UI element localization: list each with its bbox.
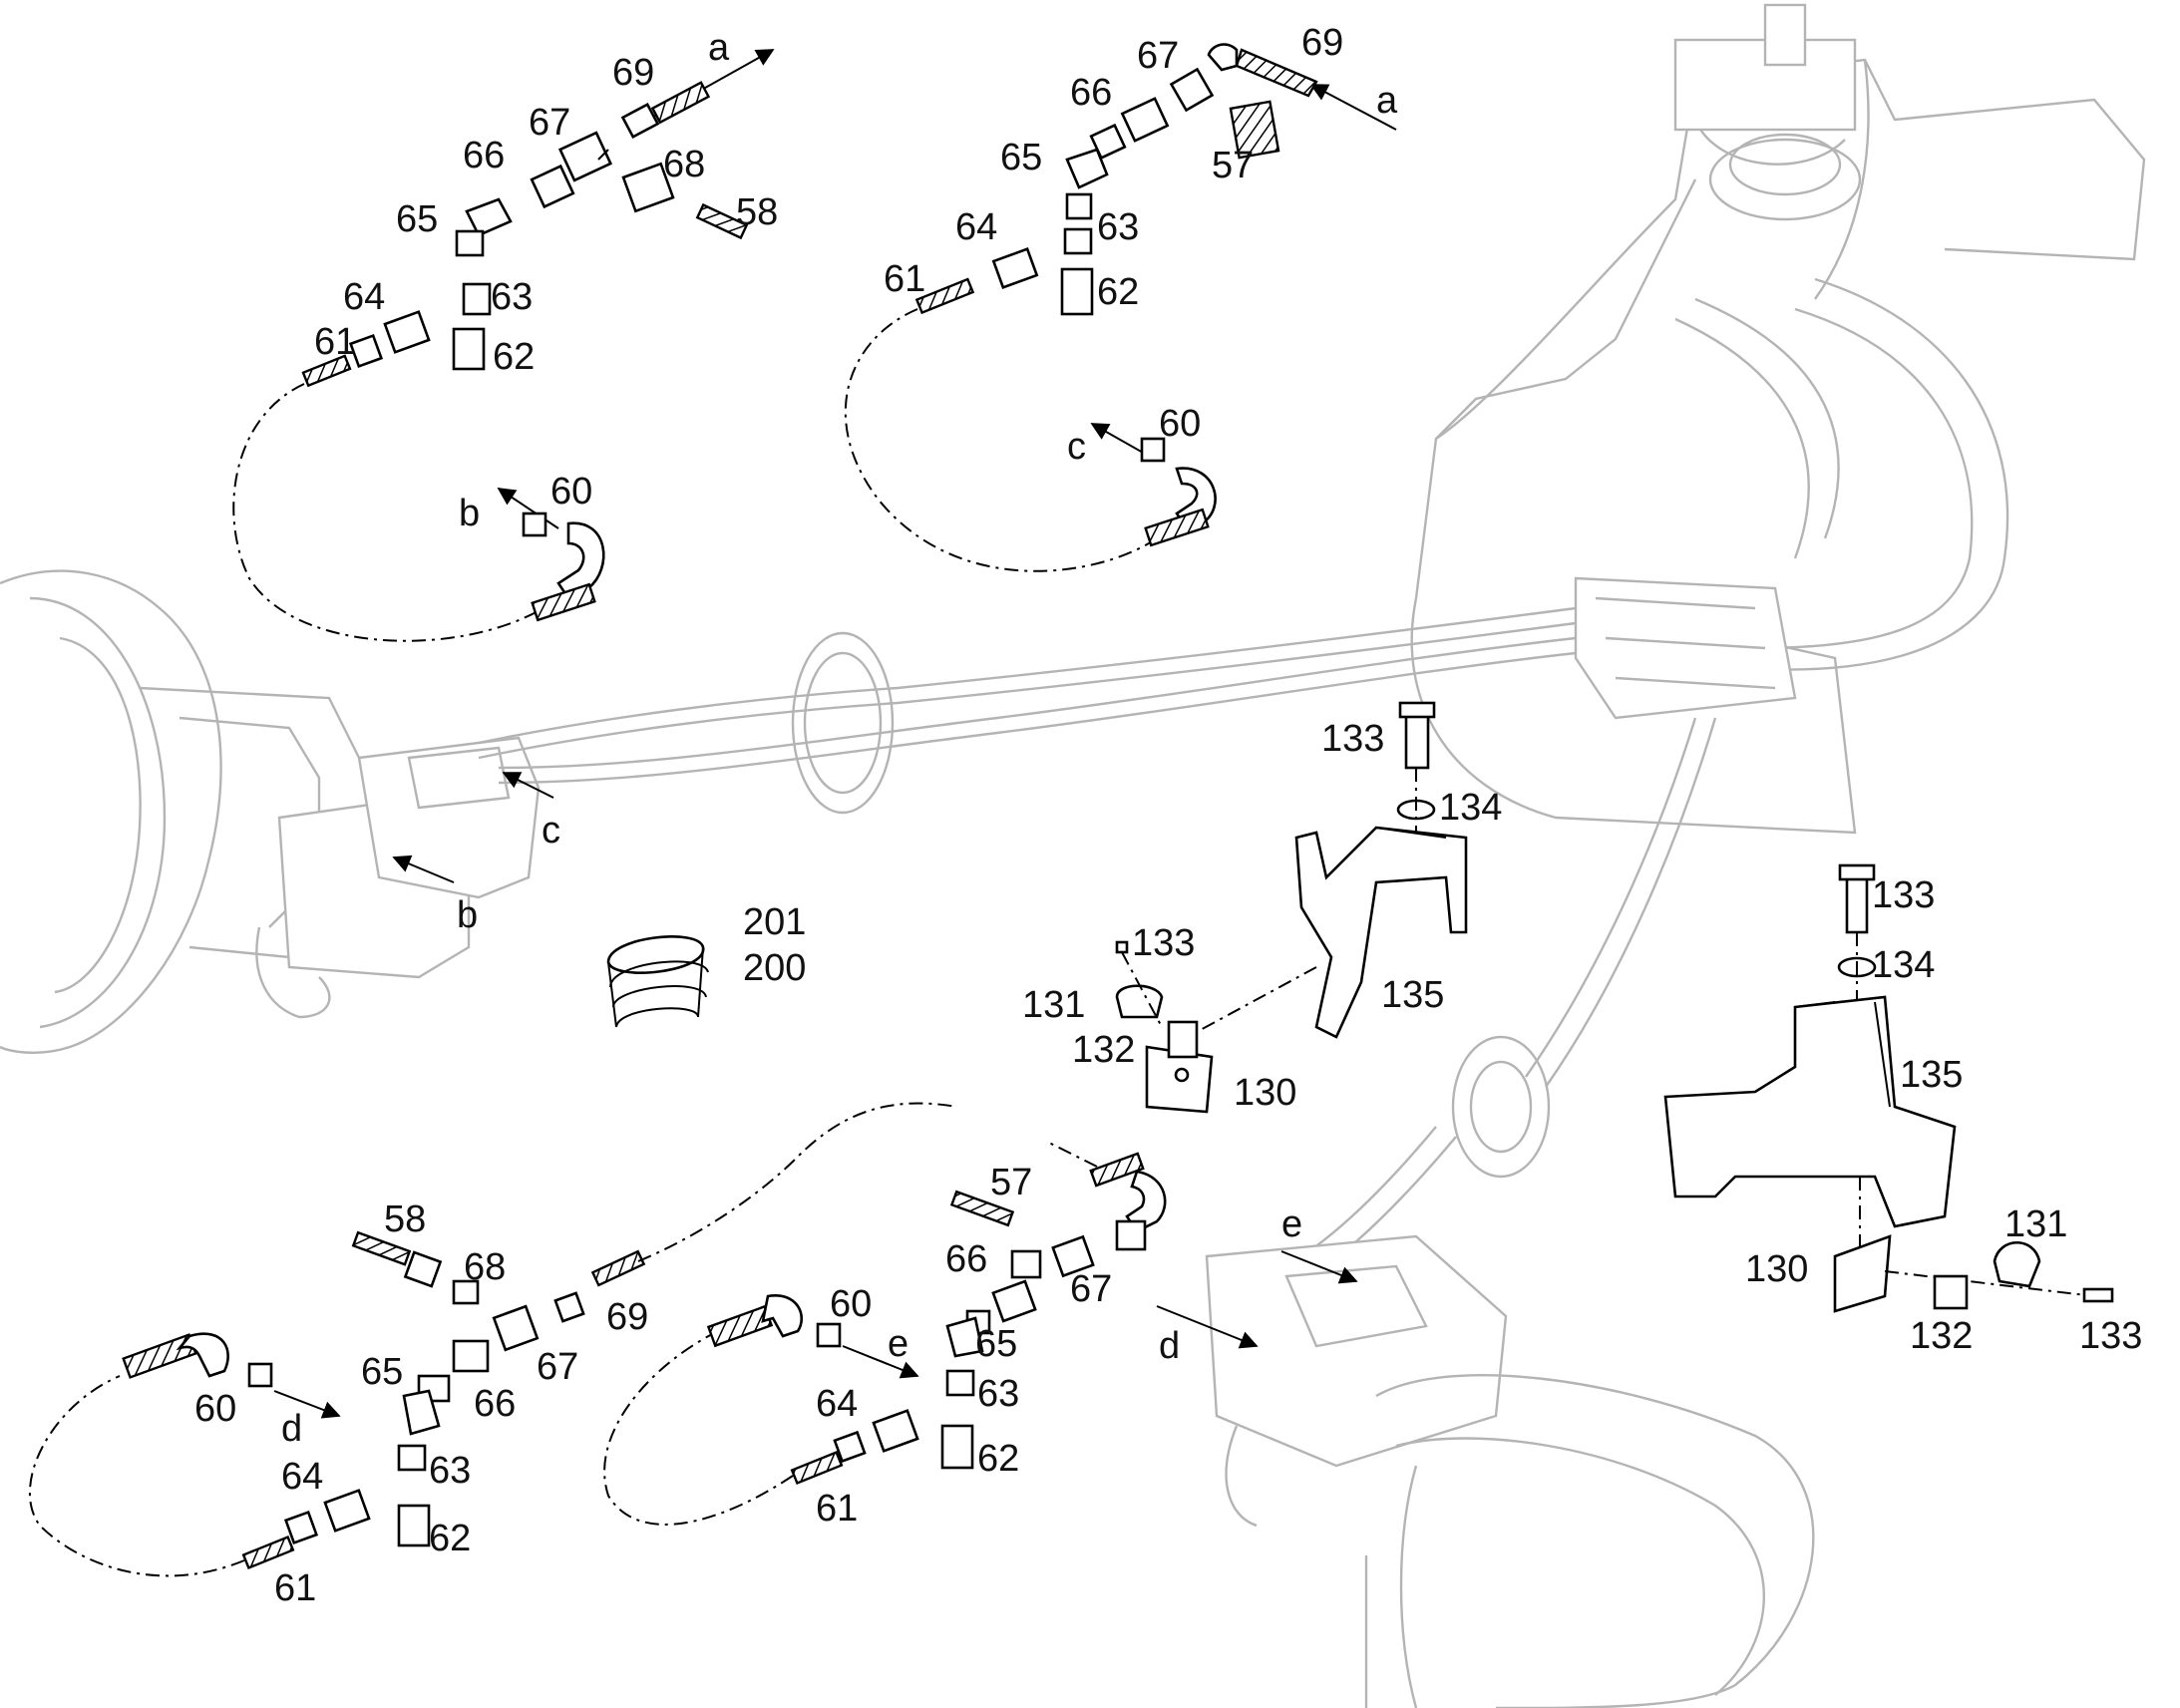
callout-label: 68 xyxy=(464,1246,506,1288)
callout-label: 69 xyxy=(1301,22,1343,64)
leader-d xyxy=(1156,1305,1259,1349)
callout-label: 66 xyxy=(474,1383,516,1425)
callout-label: 62 xyxy=(977,1438,1019,1480)
callout-label: 135 xyxy=(1381,974,1444,1016)
callout-label: 67 xyxy=(537,1346,578,1388)
spring-part xyxy=(606,935,709,1028)
callout-label: 131 xyxy=(2004,1203,2067,1245)
callout-label: c xyxy=(542,810,560,852)
callout-label: 133 xyxy=(2079,1315,2142,1357)
fitting-group-top-center xyxy=(844,43,1397,572)
callout-label: 64 xyxy=(281,1456,323,1498)
callout-label: 62 xyxy=(1097,271,1139,313)
callout-label: 135 xyxy=(1900,1054,1963,1096)
callout-label: 130 xyxy=(1234,1072,1296,1114)
callout-label: 65 xyxy=(975,1323,1017,1365)
callout-label: 61 xyxy=(884,258,925,300)
left-wheel-hub xyxy=(0,569,541,1054)
fitting-group-top-left xyxy=(232,49,775,642)
callout-label: 63 xyxy=(977,1373,1019,1415)
leader-b xyxy=(392,854,455,883)
callout-label: e xyxy=(888,1323,908,1365)
callout-label: 61 xyxy=(314,321,356,363)
callout-label: 60 xyxy=(194,1388,236,1430)
callout-label: 66 xyxy=(1070,72,1112,114)
callout-label: d xyxy=(281,1408,302,1450)
callout-label: 69 xyxy=(612,52,654,94)
callout-label: 133 xyxy=(1872,874,1935,916)
callout-labels: 69 a 67 66 68 65 58 64 63 61 62 b 60 67 … xyxy=(194,22,2142,1609)
leader-c xyxy=(502,772,554,799)
bracket-group-right xyxy=(1663,863,2114,1313)
fitting-group-bottom-center xyxy=(603,1141,1167,1526)
callout-label: 63 xyxy=(1097,206,1139,248)
callout-label: 57 xyxy=(990,1162,1032,1203)
callout-label: 60 xyxy=(1159,403,1201,445)
callout-label: 65 xyxy=(1000,137,1042,178)
callout-label: 69 xyxy=(606,1296,648,1338)
callout-label: 60 xyxy=(550,471,592,512)
callout-label: d xyxy=(1159,1325,1180,1367)
callout-label: 134 xyxy=(1872,944,1935,986)
callout-label: 68 xyxy=(663,144,705,185)
callout-label: 131 xyxy=(1022,984,1085,1026)
bracket-group-center xyxy=(1115,701,1468,1114)
callout-label: 66 xyxy=(463,135,505,176)
center-frame xyxy=(1410,3,2146,1088)
callout-label: 64 xyxy=(343,276,385,318)
callout-label: 63 xyxy=(429,1450,471,1492)
callout-label: 65 xyxy=(361,1351,403,1393)
callout-label: 57 xyxy=(1212,145,1254,186)
callout-label: 63 xyxy=(491,276,533,318)
callout-label: 67 xyxy=(529,102,570,144)
callout-label: 60 xyxy=(830,1283,872,1325)
callout-label: 66 xyxy=(945,1238,987,1280)
fitting-group-bottom-left xyxy=(29,1102,958,1577)
callout-label: 201 xyxy=(743,901,806,943)
leader-e xyxy=(1280,1250,1358,1284)
callout-label: 64 xyxy=(955,206,997,248)
callout-label: e xyxy=(1281,1203,1302,1245)
callout-label: a xyxy=(1376,80,1398,122)
callout-label: 133 xyxy=(1321,718,1384,760)
callout-label: a xyxy=(708,27,730,69)
callout-label: 61 xyxy=(274,1567,316,1609)
callout-label: 61 xyxy=(816,1488,858,1530)
callout-label: 132 xyxy=(1910,1315,1973,1357)
callout-label: 67 xyxy=(1137,35,1179,77)
callout-label: 64 xyxy=(816,1383,858,1425)
callout-label: b xyxy=(459,493,480,534)
callout-label: 58 xyxy=(736,191,778,233)
callout-label: 62 xyxy=(493,336,535,378)
hose-ghost-lines xyxy=(478,606,1577,815)
callout-label: 65 xyxy=(396,198,438,240)
callout-label: 62 xyxy=(429,1518,471,1559)
callout-label: 67 xyxy=(1070,1268,1112,1310)
callout-label: 130 xyxy=(1745,1248,1808,1290)
callout-label: b xyxy=(457,894,478,936)
right-wheel-hub xyxy=(1205,1035,1815,1708)
callout-label: 132 xyxy=(1072,1029,1135,1071)
callout-label: 134 xyxy=(1439,787,1502,829)
machine-ghost-outline xyxy=(0,3,2146,1708)
callout-label: 58 xyxy=(384,1198,426,1240)
callout-label: 133 xyxy=(1132,922,1195,964)
callout-label: 200 xyxy=(743,947,806,989)
callout-label: c xyxy=(1067,426,1086,468)
